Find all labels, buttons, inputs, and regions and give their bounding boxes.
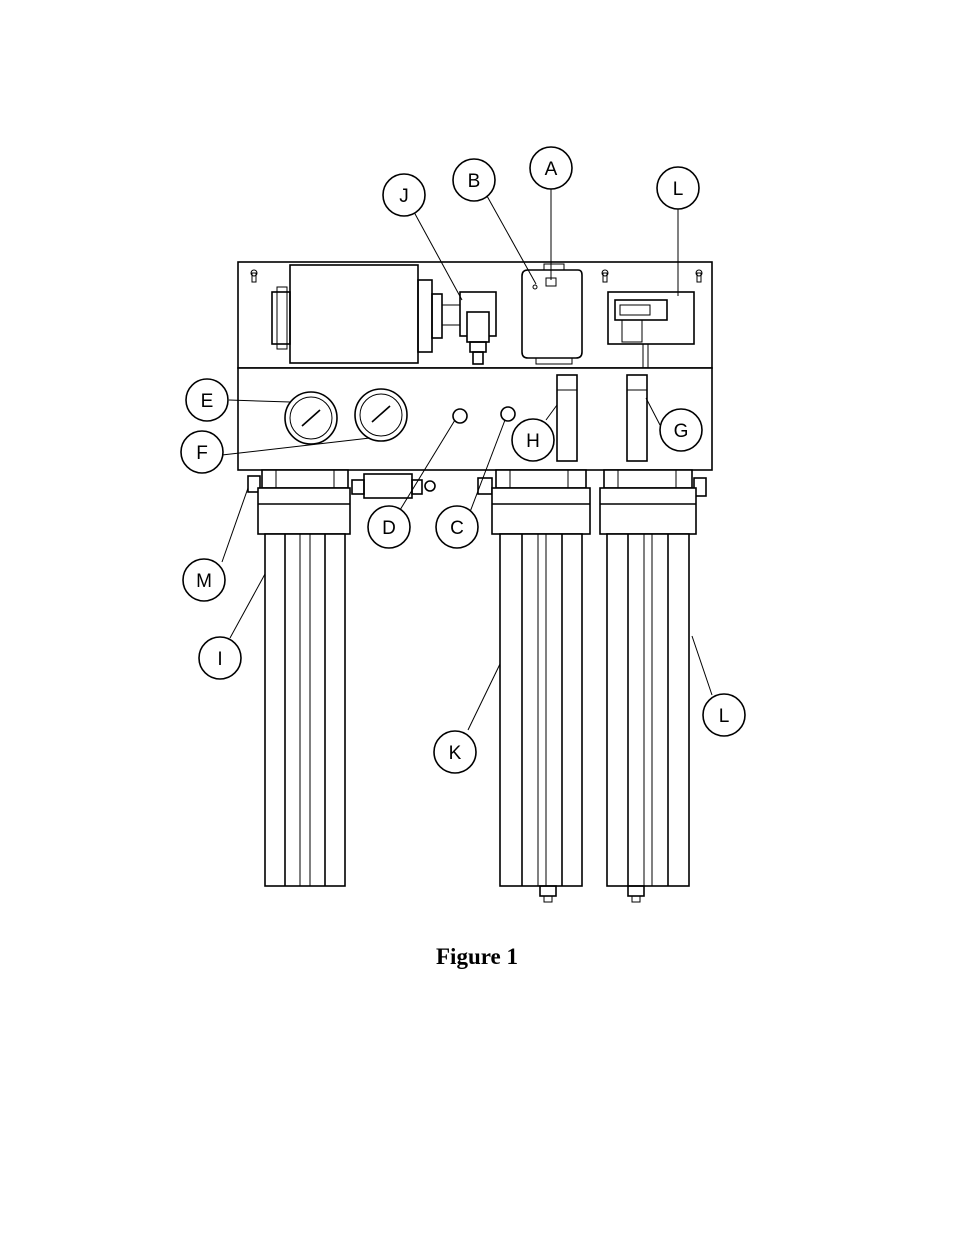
flow-meter-h [557,375,577,461]
callout-d: D [368,506,410,548]
controller-box [522,264,582,364]
callout-l-top-label: L [673,179,684,200]
pressure-gauge-right [355,389,407,441]
callout-b-label: B [468,171,481,192]
keyhole-slot-right [696,270,702,282]
callout-l-bottom-label: L [719,706,730,727]
callout-f-label: F [196,443,208,464]
callout-e-label: E [201,391,214,412]
keyhole-slot-left [251,270,257,282]
callout-a-label: A [545,159,558,180]
callout-h: H [512,419,554,461]
flow-meter-g [627,375,647,461]
callout-j-label: J [399,186,409,207]
callout-d-label: D [382,518,396,539]
figure-caption: Figure 1 [0,944,954,970]
callout-l-bottom: L [703,694,745,736]
callout-i: I [199,637,241,679]
callout-h-label: H [526,431,540,452]
callout-g: G [660,409,702,451]
callout-b: B [453,159,495,201]
filter-housing-right [600,470,696,902]
callout-e: E [186,379,228,421]
callout-l-top: L [657,167,699,209]
filter-housing-left [258,470,350,886]
callout-i-label: I [217,649,222,670]
solenoid-valve [442,292,496,364]
callout-k: K [434,731,476,773]
valve-knob-d [453,409,467,423]
callout-g-label: G [674,421,689,442]
membrane-housing [272,265,442,363]
filter-housing-middle [492,470,590,902]
callout-k-label: K [449,743,462,764]
callout-m-label: M [196,571,212,592]
callout-c-label: C [450,518,464,539]
keyhole-slot-middle [602,270,608,282]
callout-f: F [181,431,223,473]
callout-a: A [530,147,572,189]
callout-c: C [436,506,478,548]
callout-m: M [183,559,225,601]
tds-meter [608,292,694,368]
callout-j: J [383,174,425,216]
valve-knob-c [501,407,515,421]
pressure-gauge-left [285,392,337,444]
